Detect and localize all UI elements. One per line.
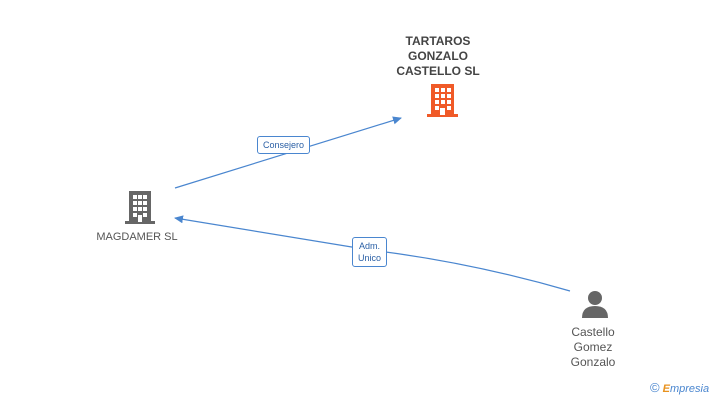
node-label-line: TARTAROS [405, 34, 471, 48]
brand-name: mpresia [669, 383, 710, 395]
building-icon[interactable] [125, 191, 155, 224]
node-label-line: GONZALO [408, 49, 468, 63]
edge-label-line: Adm. [359, 241, 381, 251]
edge-label-adm-unico[interactable]: Adm. Unico [352, 237, 388, 267]
node-label-line: Castello [571, 325, 615, 339]
node-label-castello[interactable]: Castello Gomez Gonzalo [553, 325, 633, 370]
brand-e: E [662, 383, 670, 395]
person-icon[interactable] [582, 291, 608, 318]
edge-label-line: Unico [358, 253, 382, 263]
node-label-magdamer[interactable]: MAGDAMER SL [96, 231, 178, 243]
node-label-line: Gonzalo [570, 355, 616, 369]
copyright-icon: © [650, 380, 660, 395]
node-label-line: CASTELLO SL [396, 64, 480, 78]
node-label-tartaros[interactable]: TARTAROS GONZALO CASTELLO SL [378, 34, 498, 79]
building-icon[interactable] [427, 84, 458, 117]
brand-logo: ©Empresia [650, 380, 709, 395]
node-label-line: Gomez [573, 340, 613, 354]
edge-label-consejero[interactable]: Consejero [257, 136, 311, 154]
